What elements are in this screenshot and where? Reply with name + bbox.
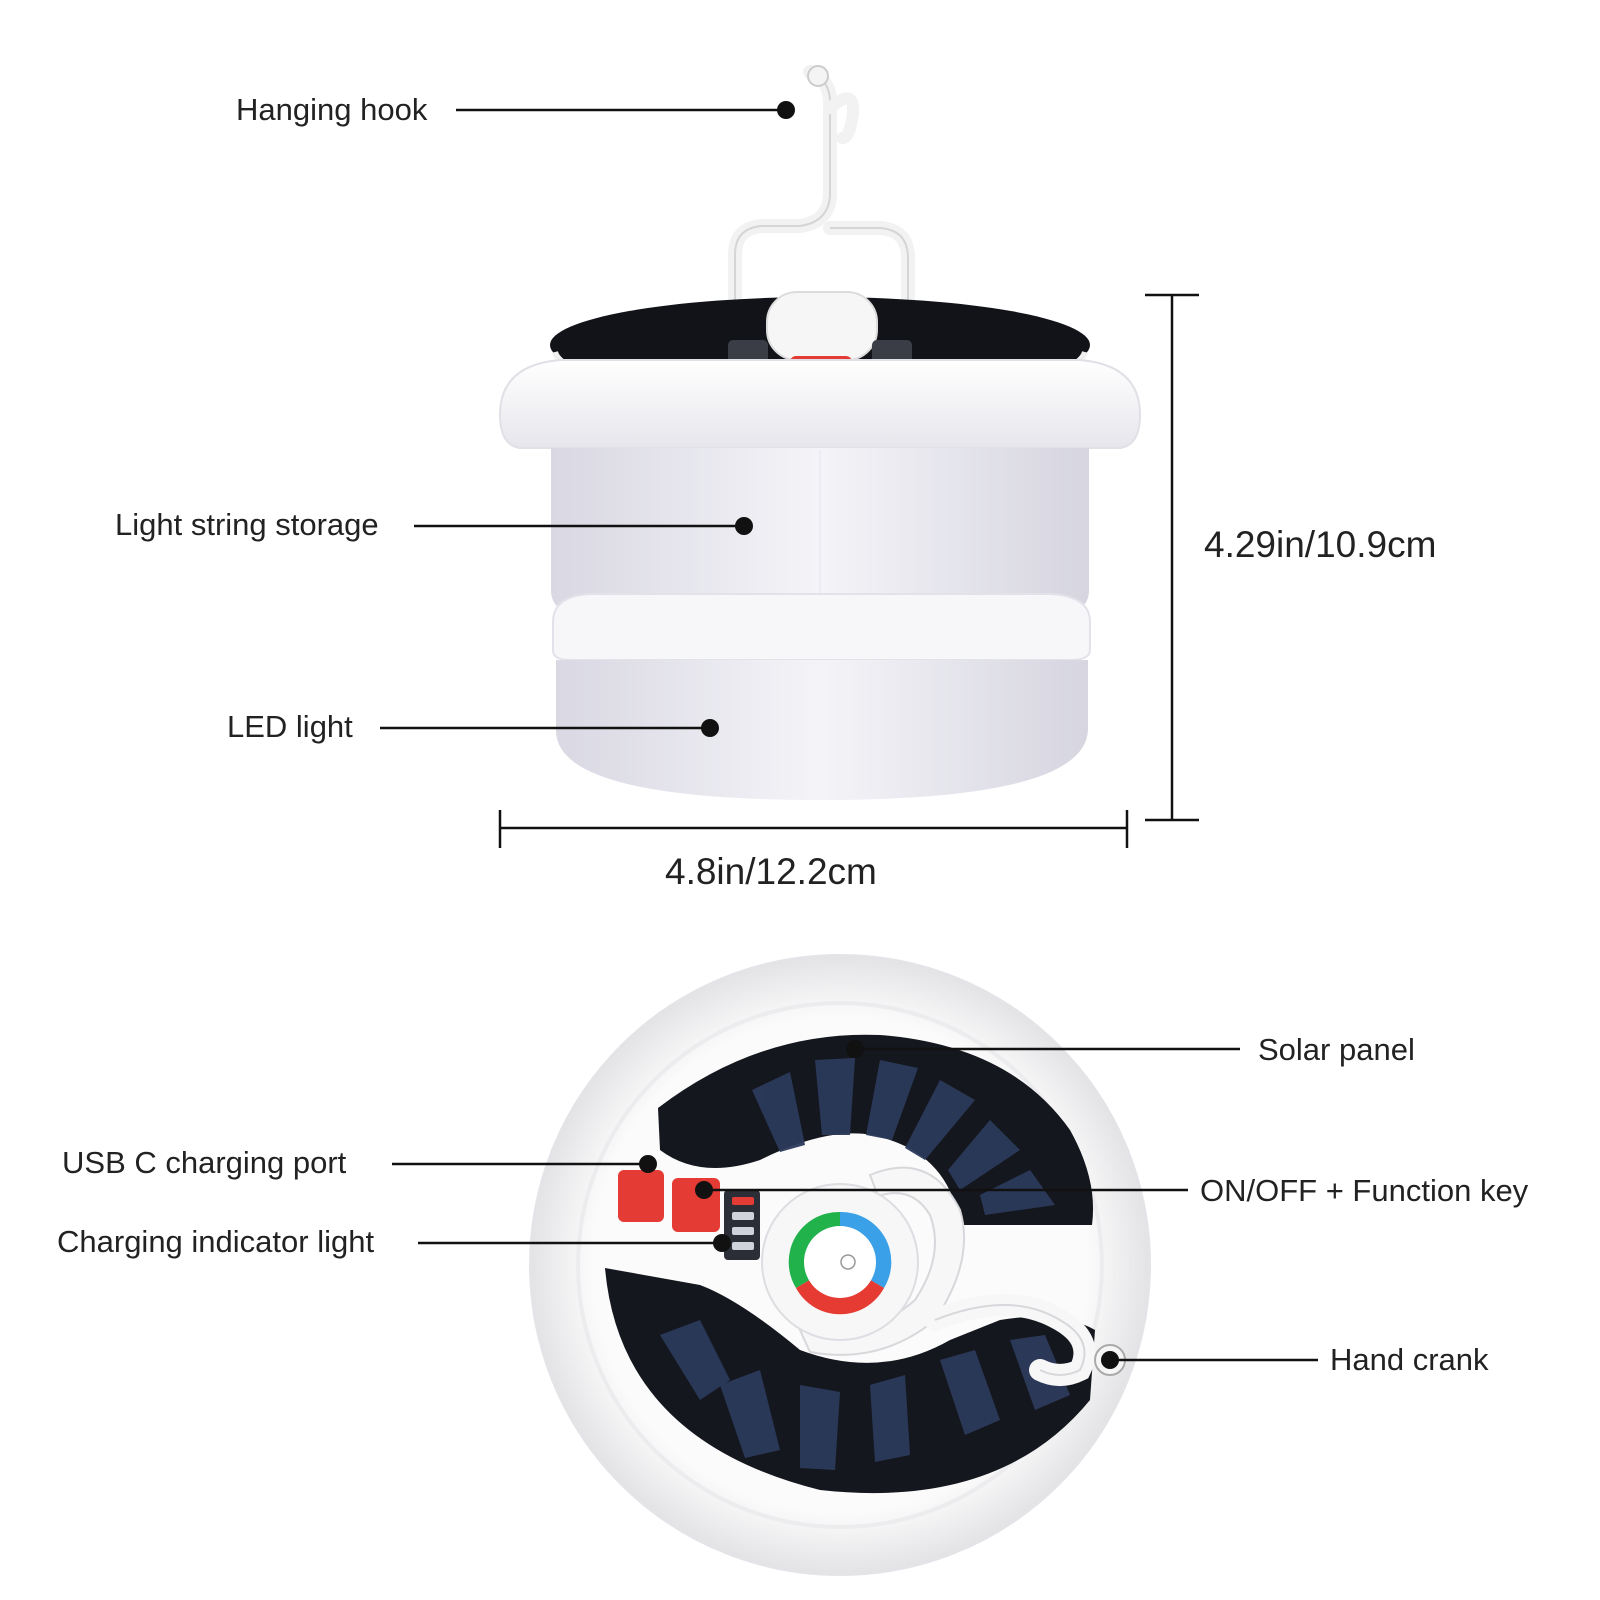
led-light-label: LED light (227, 709, 353, 744)
charging-indicator-dot (713, 1234, 731, 1252)
on-off-key-label: ON/OFF + Function key (1200, 1173, 1529, 1208)
hanging-hook-dot (777, 101, 795, 119)
solar-panel-label: Solar panel (1258, 1032, 1415, 1067)
hand-crank-callout: Hand crank (1101, 1342, 1489, 1377)
hook-illustration (728, 65, 915, 319)
hand-crank-label: Hand crank (1330, 1342, 1489, 1377)
on-off-key-callout: ON/OFF + Function key (695, 1173, 1529, 1208)
crank-arm (798, 1166, 966, 1356)
led-light-callout: LED light (227, 709, 719, 744)
solar-cells (660, 1058, 1070, 1470)
function-key[interactable] (804, 1226, 876, 1298)
height-dimension-label: 4.29in/10.9cm (1204, 524, 1436, 565)
lantern-top-view (529, 954, 1151, 1576)
light-string-storage-label: Light string storage (115, 507, 379, 542)
width-dimension: 4.8in/12.2cm (498, 810, 1129, 892)
middle-band (552, 593, 1091, 661)
usb-c-port[interactable] (618, 1170, 664, 1222)
solar-panel-lower (605, 1268, 1095, 1494)
light-string-storage-dot (735, 517, 753, 535)
top-rim (498, 359, 1142, 449)
width-dimension-label: 4.8in/12.2cm (665, 851, 877, 892)
sun-icon (840, 1254, 856, 1270)
usb-c-port-callout: USB C charging port (62, 1145, 657, 1180)
usb-c-port-dot (639, 1155, 657, 1173)
led-diffuser (555, 660, 1088, 800)
hanging-hook-label: Hanging hook (236, 92, 428, 127)
hanging-hook-callout: Hanging hook (236, 92, 795, 127)
charging-indicator-callout: Charging indicator light (57, 1224, 731, 1259)
usb-c-port-label: USB C charging port (62, 1145, 347, 1180)
center-knob (766, 291, 878, 361)
solar-panel-callout: Solar panel (846, 1032, 1415, 1067)
led-light-dot (701, 719, 719, 737)
lantern-side-view (498, 65, 1142, 800)
charging-indicator-label: Charging indicator light (57, 1224, 374, 1259)
light-string-storage-callout: Light string storage (115, 507, 753, 542)
height-dimension: 4.29in/10.9cm (1145, 293, 1436, 822)
